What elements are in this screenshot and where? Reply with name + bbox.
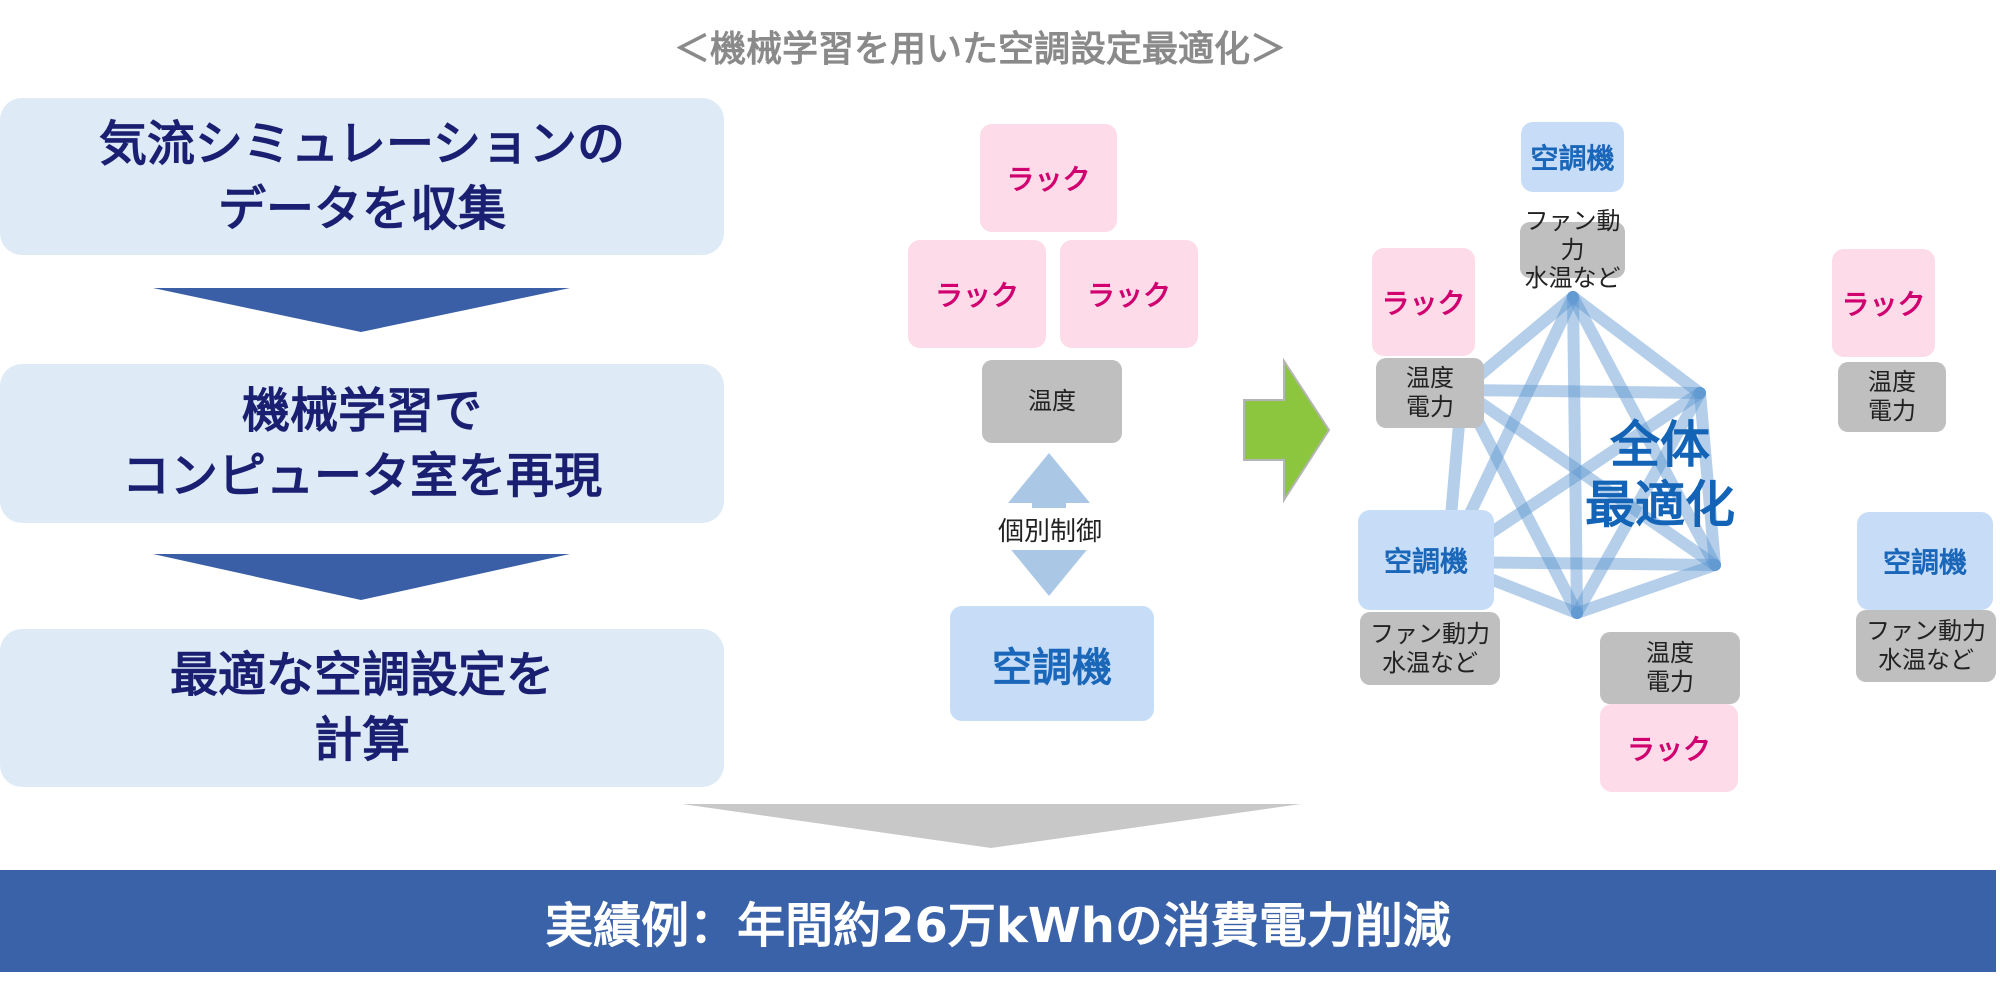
ac-sensor-text: 水温など: [1382, 648, 1478, 677]
ac-sensor-box: ファン動力水温など: [1856, 610, 1996, 682]
ac-unit-box: 空調機: [1358, 510, 1494, 610]
rack-box: ラック: [908, 240, 1046, 348]
rack-sensor-box: 温度電力: [1838, 362, 1946, 432]
diagram-title: ＜機械学習を用いた空調設定最適化＞: [673, 28, 1286, 70]
down-arrow-icon: [682, 804, 1301, 848]
step-text: 機械学習で: [241, 382, 482, 439]
center-text: 最適化: [1585, 476, 1735, 534]
step-text: データを収集: [217, 180, 506, 237]
rack-sensor-text: 温度: [1868, 368, 1916, 397]
rack-box: ラック: [1060, 240, 1198, 348]
step-text: 気流シミュレーションの: [98, 115, 626, 172]
rack-sensor-text: 温度: [1646, 639, 1694, 668]
rack-sensor-text: 電力: [1868, 397, 1916, 425]
ac-unit-box: 空調機: [950, 606, 1154, 721]
ac-sensor-text: 水温など: [1878, 646, 1974, 674]
rack-sensor-text: 温度: [1406, 364, 1454, 393]
ac-sensor-box: ファン動力水温など: [1360, 612, 1500, 685]
ac-sensor-text: ファン動力: [1524, 206, 1621, 264]
down-arrow-icon: [153, 554, 570, 600]
rack-box: ラック: [1600, 704, 1738, 792]
center-text: 全体: [1610, 416, 1710, 474]
right-arrow-icon: [1243, 357, 1331, 504]
temperature-sensor: 温度: [982, 360, 1122, 443]
result-banner: 実績例：年間約26万kWhの消費電力削減: [0, 870, 1996, 972]
ac-unit-box: 空調機: [1857, 512, 1993, 610]
step-text: 最適な空調設定を: [169, 647, 554, 704]
rack-box: ラック: [1832, 249, 1935, 357]
ac-sensor-text: ファン動力: [1866, 617, 1986, 646]
step-text: コンピュータ室を再現: [121, 447, 602, 504]
step-text: 計算: [313, 712, 410, 768]
ac-unit-box: 空調機: [1521, 122, 1624, 192]
rack-sensor-text: 電力: [1406, 393, 1454, 421]
ac-sensor-text: ファン動力: [1370, 619, 1490, 648]
down-arrow-icon: [153, 288, 570, 332]
rack-sensor-box: 温度電力: [1600, 632, 1740, 704]
step-calculate: 最適な空調設定を 計算: [0, 629, 724, 787]
step-machine-learning: 機械学習で コンピュータ室を再現: [0, 364, 724, 523]
ac-sensor-box: ファン動力水温など: [1520, 207, 1625, 292]
rack-box: ラック: [980, 124, 1117, 232]
rack-sensor-box: 温度電力: [1376, 358, 1484, 428]
rack-sensor-text: 電力: [1646, 668, 1694, 696]
step-collect-data: 気流シミュレーションの データを収集: [0, 98, 724, 255]
ac-sensor-text: 水温など: [1524, 264, 1621, 293]
individual-control-label: 個別制御: [960, 508, 1140, 550]
overall-optimization-label: 全体 最適化: [1540, 400, 1780, 550]
rack-box: ラック: [1372, 248, 1475, 356]
